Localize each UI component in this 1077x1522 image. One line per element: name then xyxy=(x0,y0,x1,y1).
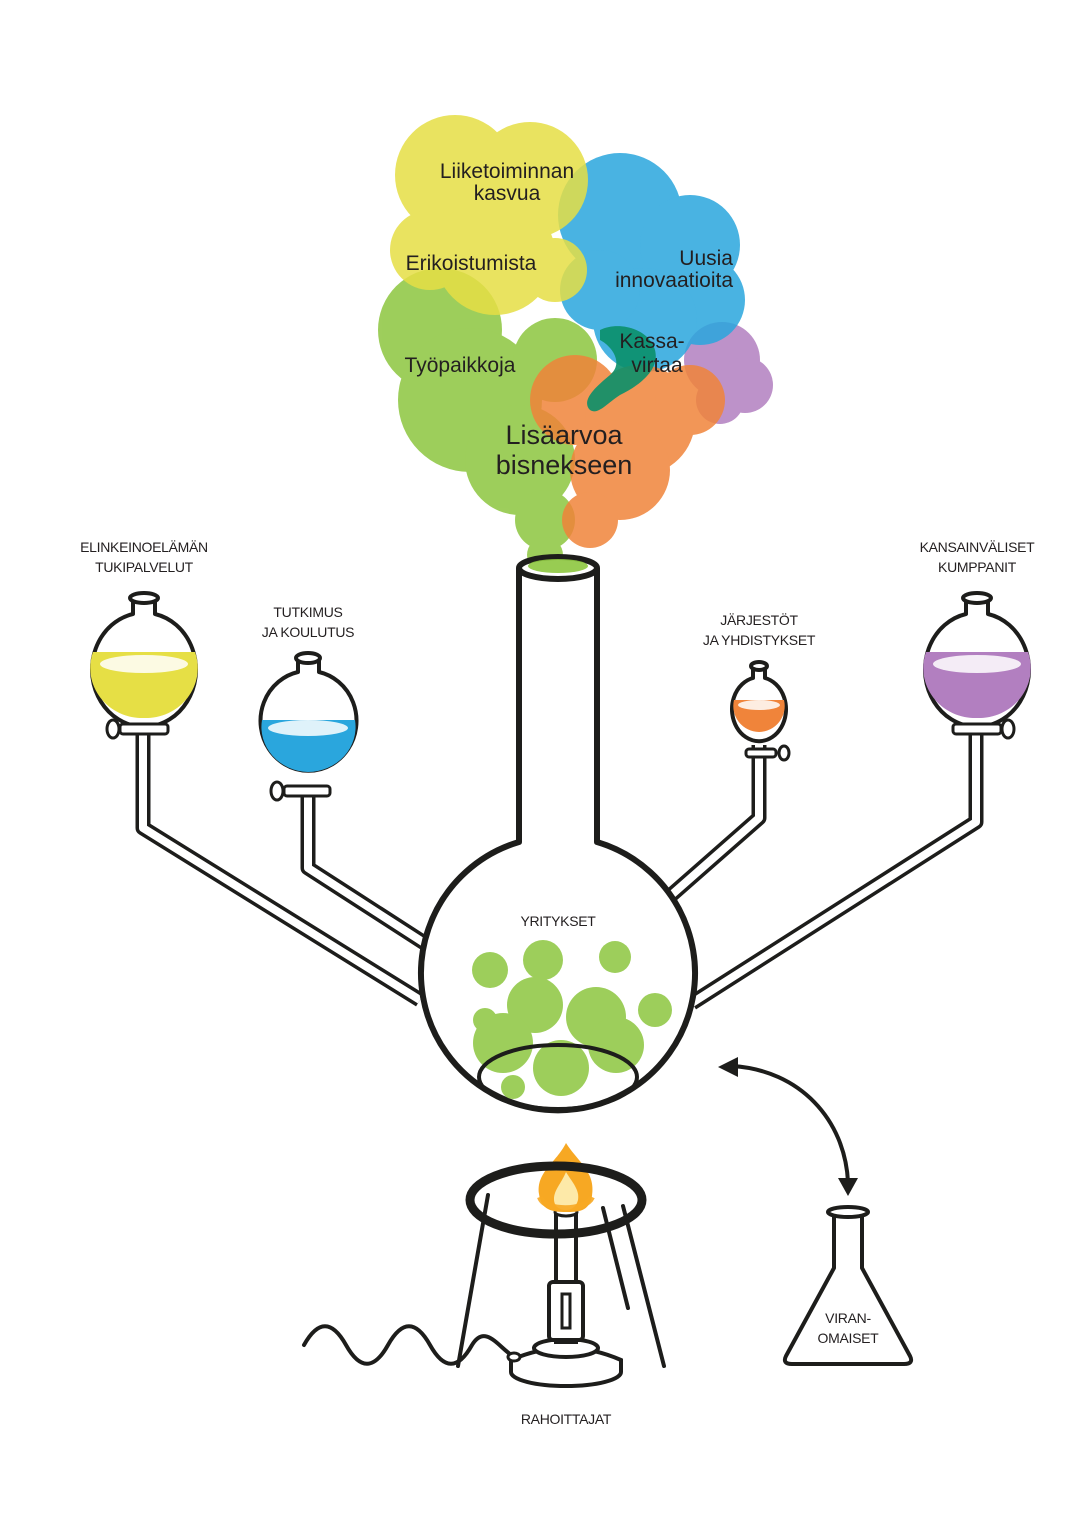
added-value-label-line2: bisnekseen xyxy=(496,450,633,480)
funnel-research: TUTKIMUS JA KOULUTUS xyxy=(258,604,359,802)
research-label-line2: JA KOULUTUS xyxy=(262,624,354,640)
organisations-label-line1: JÄRJESTÖT xyxy=(720,611,798,628)
innovations-label-line1: Uusia xyxy=(679,247,733,270)
main-flask: YRITYKSET xyxy=(418,554,698,1114)
international-label-line2: KUMPPANIT xyxy=(938,559,1017,575)
gas-hose xyxy=(302,1324,518,1366)
authorities-flask: VIRAN- OMAISET xyxy=(782,1205,914,1366)
jobs-label: Työpaikkoja xyxy=(405,354,516,377)
international-label-line1: KANSAINVÄLISET xyxy=(920,539,1036,555)
business-services-label-line1: ELINKEINOELÄMÄN xyxy=(80,539,208,555)
organisations-label-line2: JA YHDISTYKSET xyxy=(703,632,816,648)
funders-label: RAHOITTAJAT xyxy=(521,1411,612,1427)
cashflow-label-line1: Kassa- xyxy=(619,330,684,353)
funnel-business-services: ELINKEINOELÄMÄN TUKIPALVELUT xyxy=(80,539,208,740)
authorities-label-line1: VIRAN- xyxy=(825,1310,871,1326)
companies-label: YRITYKSET xyxy=(520,913,596,929)
authorities-label-line2: OMAISET xyxy=(818,1330,880,1346)
business-services-label-line2: TUKIPALVELUT xyxy=(95,559,194,575)
research-label-line1: TUTKIMUS xyxy=(273,604,342,620)
flask-mouth-steam xyxy=(528,559,588,573)
growth-label-line1: Liiketoiminnan xyxy=(440,160,574,183)
yellow-puff xyxy=(390,115,588,315)
teal-overlap xyxy=(587,326,656,412)
growth-label-line2: kasvua xyxy=(474,182,541,205)
specialisation-label: Erikoistumista xyxy=(406,252,537,275)
added-value-label-line1: Lisäarvoa xyxy=(505,420,623,450)
feed-tubes xyxy=(135,730,984,1010)
innovations-label-line2: innovaatioita xyxy=(615,269,733,292)
burner-stand: RAHOITTAJAT xyxy=(302,1143,666,1427)
two-way-arrow xyxy=(718,1057,858,1196)
funnel-organisations: JÄRJESTÖT JA YHDISTYKSET xyxy=(703,611,816,762)
cashflow-label-line2: virtaa xyxy=(631,354,683,377)
outcome-cloud: Liiketoiminnan kasvua Erikoistumista Uus… xyxy=(378,115,773,573)
funnel-international: KANSAINVÄLISET KUMPPANIT xyxy=(920,539,1036,740)
flask-bubbles xyxy=(472,940,672,1099)
